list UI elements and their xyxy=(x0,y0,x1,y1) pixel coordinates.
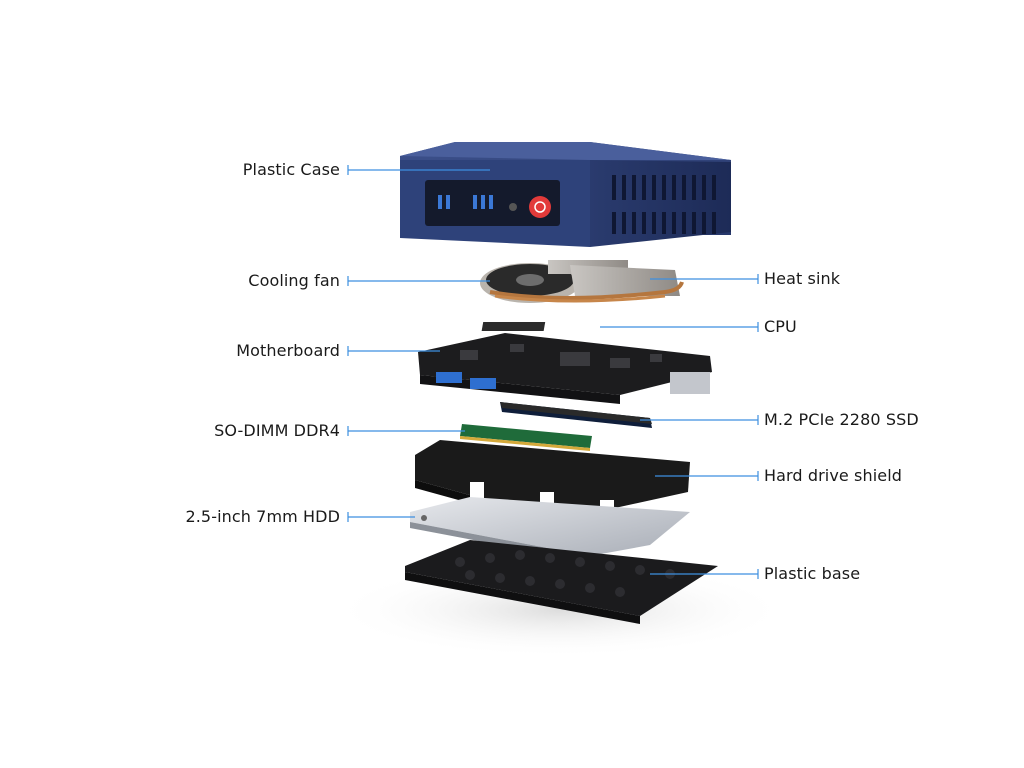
leader-hdd xyxy=(347,512,415,522)
leader-sodimm xyxy=(347,426,465,436)
motherboard-part xyxy=(418,333,712,404)
label-hdd: 2.5-inch 7mm HDD xyxy=(185,507,340,526)
cooling-fan-part xyxy=(480,260,628,303)
leader-cooling-fan xyxy=(347,276,490,286)
label-plastic-case: Plastic Case xyxy=(242,160,340,179)
plastic-base-part xyxy=(405,540,718,624)
cpu-part xyxy=(481,322,546,331)
label-hard-drive-shield: Hard drive shield xyxy=(764,466,903,485)
label-cpu: CPU xyxy=(764,317,797,336)
leader-cpu xyxy=(600,322,759,332)
leader-base xyxy=(650,569,759,579)
leader-heat-sink xyxy=(650,274,759,284)
label-plastic-base: Plastic base xyxy=(764,564,861,583)
leader-motherboard xyxy=(347,346,440,356)
label-cooling-fan: Cooling fan xyxy=(248,271,340,290)
label-motherboard: Motherboard xyxy=(236,341,340,360)
label-ssd: M.2 PCIe 2280 SSD xyxy=(764,410,919,429)
leader-plastic-case xyxy=(347,165,490,175)
label-heat-sink: Heat sink xyxy=(764,269,841,288)
label-sodimm: SO-DIMM DDR4 xyxy=(214,421,340,440)
leader-shield xyxy=(655,471,759,481)
power-button xyxy=(529,196,551,218)
leader-ssd xyxy=(640,415,759,425)
plastic-case-part xyxy=(400,142,731,247)
heat-sink-part xyxy=(489,265,684,303)
